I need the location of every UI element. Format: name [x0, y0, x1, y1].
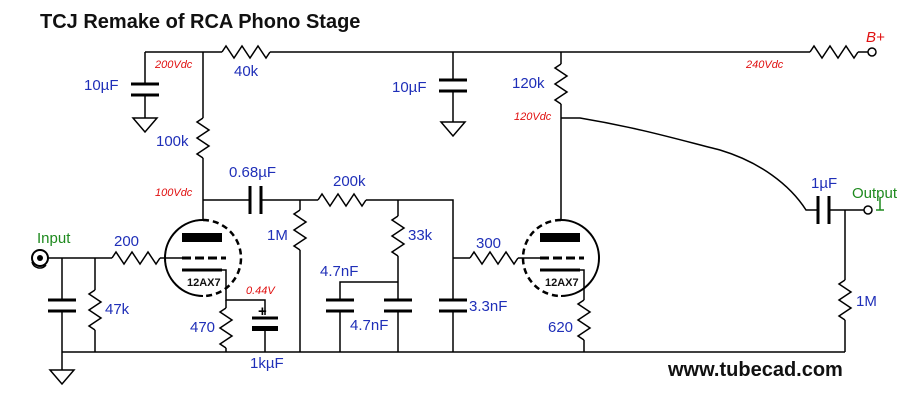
resistor-33k	[390, 200, 406, 300]
tube-1-label: 12AX7	[187, 277, 221, 289]
r-470-label: 470	[190, 319, 215, 336]
voltage-200: 200Vdc	[154, 59, 193, 71]
cap-33nf	[439, 258, 467, 352]
ground-rail	[48, 351, 845, 386]
c-10uf-mid-label: 10µF	[392, 79, 427, 96]
resistor-620	[576, 269, 592, 352]
cap-47nf-a	[326, 281, 398, 352]
c-47nf-b-label: 4.7nF	[350, 317, 388, 334]
cap-47nf-b	[384, 298, 412, 352]
voltage-100: 100Vdc	[155, 187, 193, 199]
wire-riaa-out	[398, 199, 454, 258]
r-200-label: 200	[114, 233, 139, 250]
r-200k-label: 200k	[333, 173, 366, 190]
tube-2	[521, 218, 600, 298]
resistor-1m-mid	[292, 200, 308, 352]
resistor-100k	[195, 52, 211, 220]
c-33nf-label: 3.3nF	[469, 298, 507, 315]
resistor-300	[453, 250, 540, 266]
bplus-rail	[145, 44, 877, 60]
resistor-47k	[87, 258, 103, 352]
polarity-mark: +	[258, 303, 267, 320]
website-label: www.tubecad.com	[667, 359, 843, 381]
cap-10uf-left	[131, 52, 159, 134]
voltage-120: 120Vdc	[514, 111, 552, 123]
r-620-label: 620	[548, 319, 573, 336]
cap-068uf	[203, 186, 310, 214]
r-1m-mid-label: 1M	[267, 227, 288, 244]
c-068uf-label: 0.68µF	[229, 164, 276, 181]
voltage-044: 0.44V	[246, 285, 276, 297]
cap-input	[48, 258, 76, 352]
output-terminal[interactable]	[863, 198, 884, 215]
input-jack[interactable]	[31, 249, 49, 269]
cap-10uf-mid	[439, 52, 467, 138]
resistor-1m-out	[837, 210, 853, 352]
voltage-240: 240Vdc	[745, 59, 784, 71]
r-33k-label: 33k	[408, 227, 433, 244]
cap-1uf	[816, 196, 864, 224]
resistor-200k	[310, 192, 398, 208]
r-100k-label: 100k	[156, 133, 189, 150]
resistor-120k	[553, 52, 569, 220]
output-label: Output	[852, 185, 898, 202]
cap-1kuf	[252, 316, 278, 352]
r-300-label: 300	[476, 235, 501, 252]
r-1m-out-label: 1M	[856, 293, 877, 310]
wire-plate-to-output	[561, 117, 818, 211]
r-120k-label: 120k	[512, 75, 545, 92]
diagram-title: TCJ Remake of RCA Phono Stage	[40, 11, 360, 33]
c-10uf-left-label: 10µF	[84, 77, 119, 94]
r-40k-label: 40k	[234, 63, 259, 80]
r-47k-label: 47k	[105, 301, 130, 318]
tube-2-label: 12AX7	[545, 277, 579, 289]
c-1kuf-label: 1kµF	[250, 355, 284, 372]
c-1uf-label: 1µF	[811, 175, 837, 192]
bplus-label: B+	[866, 29, 885, 46]
resistor-200	[111, 250, 182, 266]
c-47nf-a-label: 4.7nF	[320, 263, 358, 280]
resistor-470	[218, 300, 234, 352]
input-label: Input	[37, 230, 71, 247]
